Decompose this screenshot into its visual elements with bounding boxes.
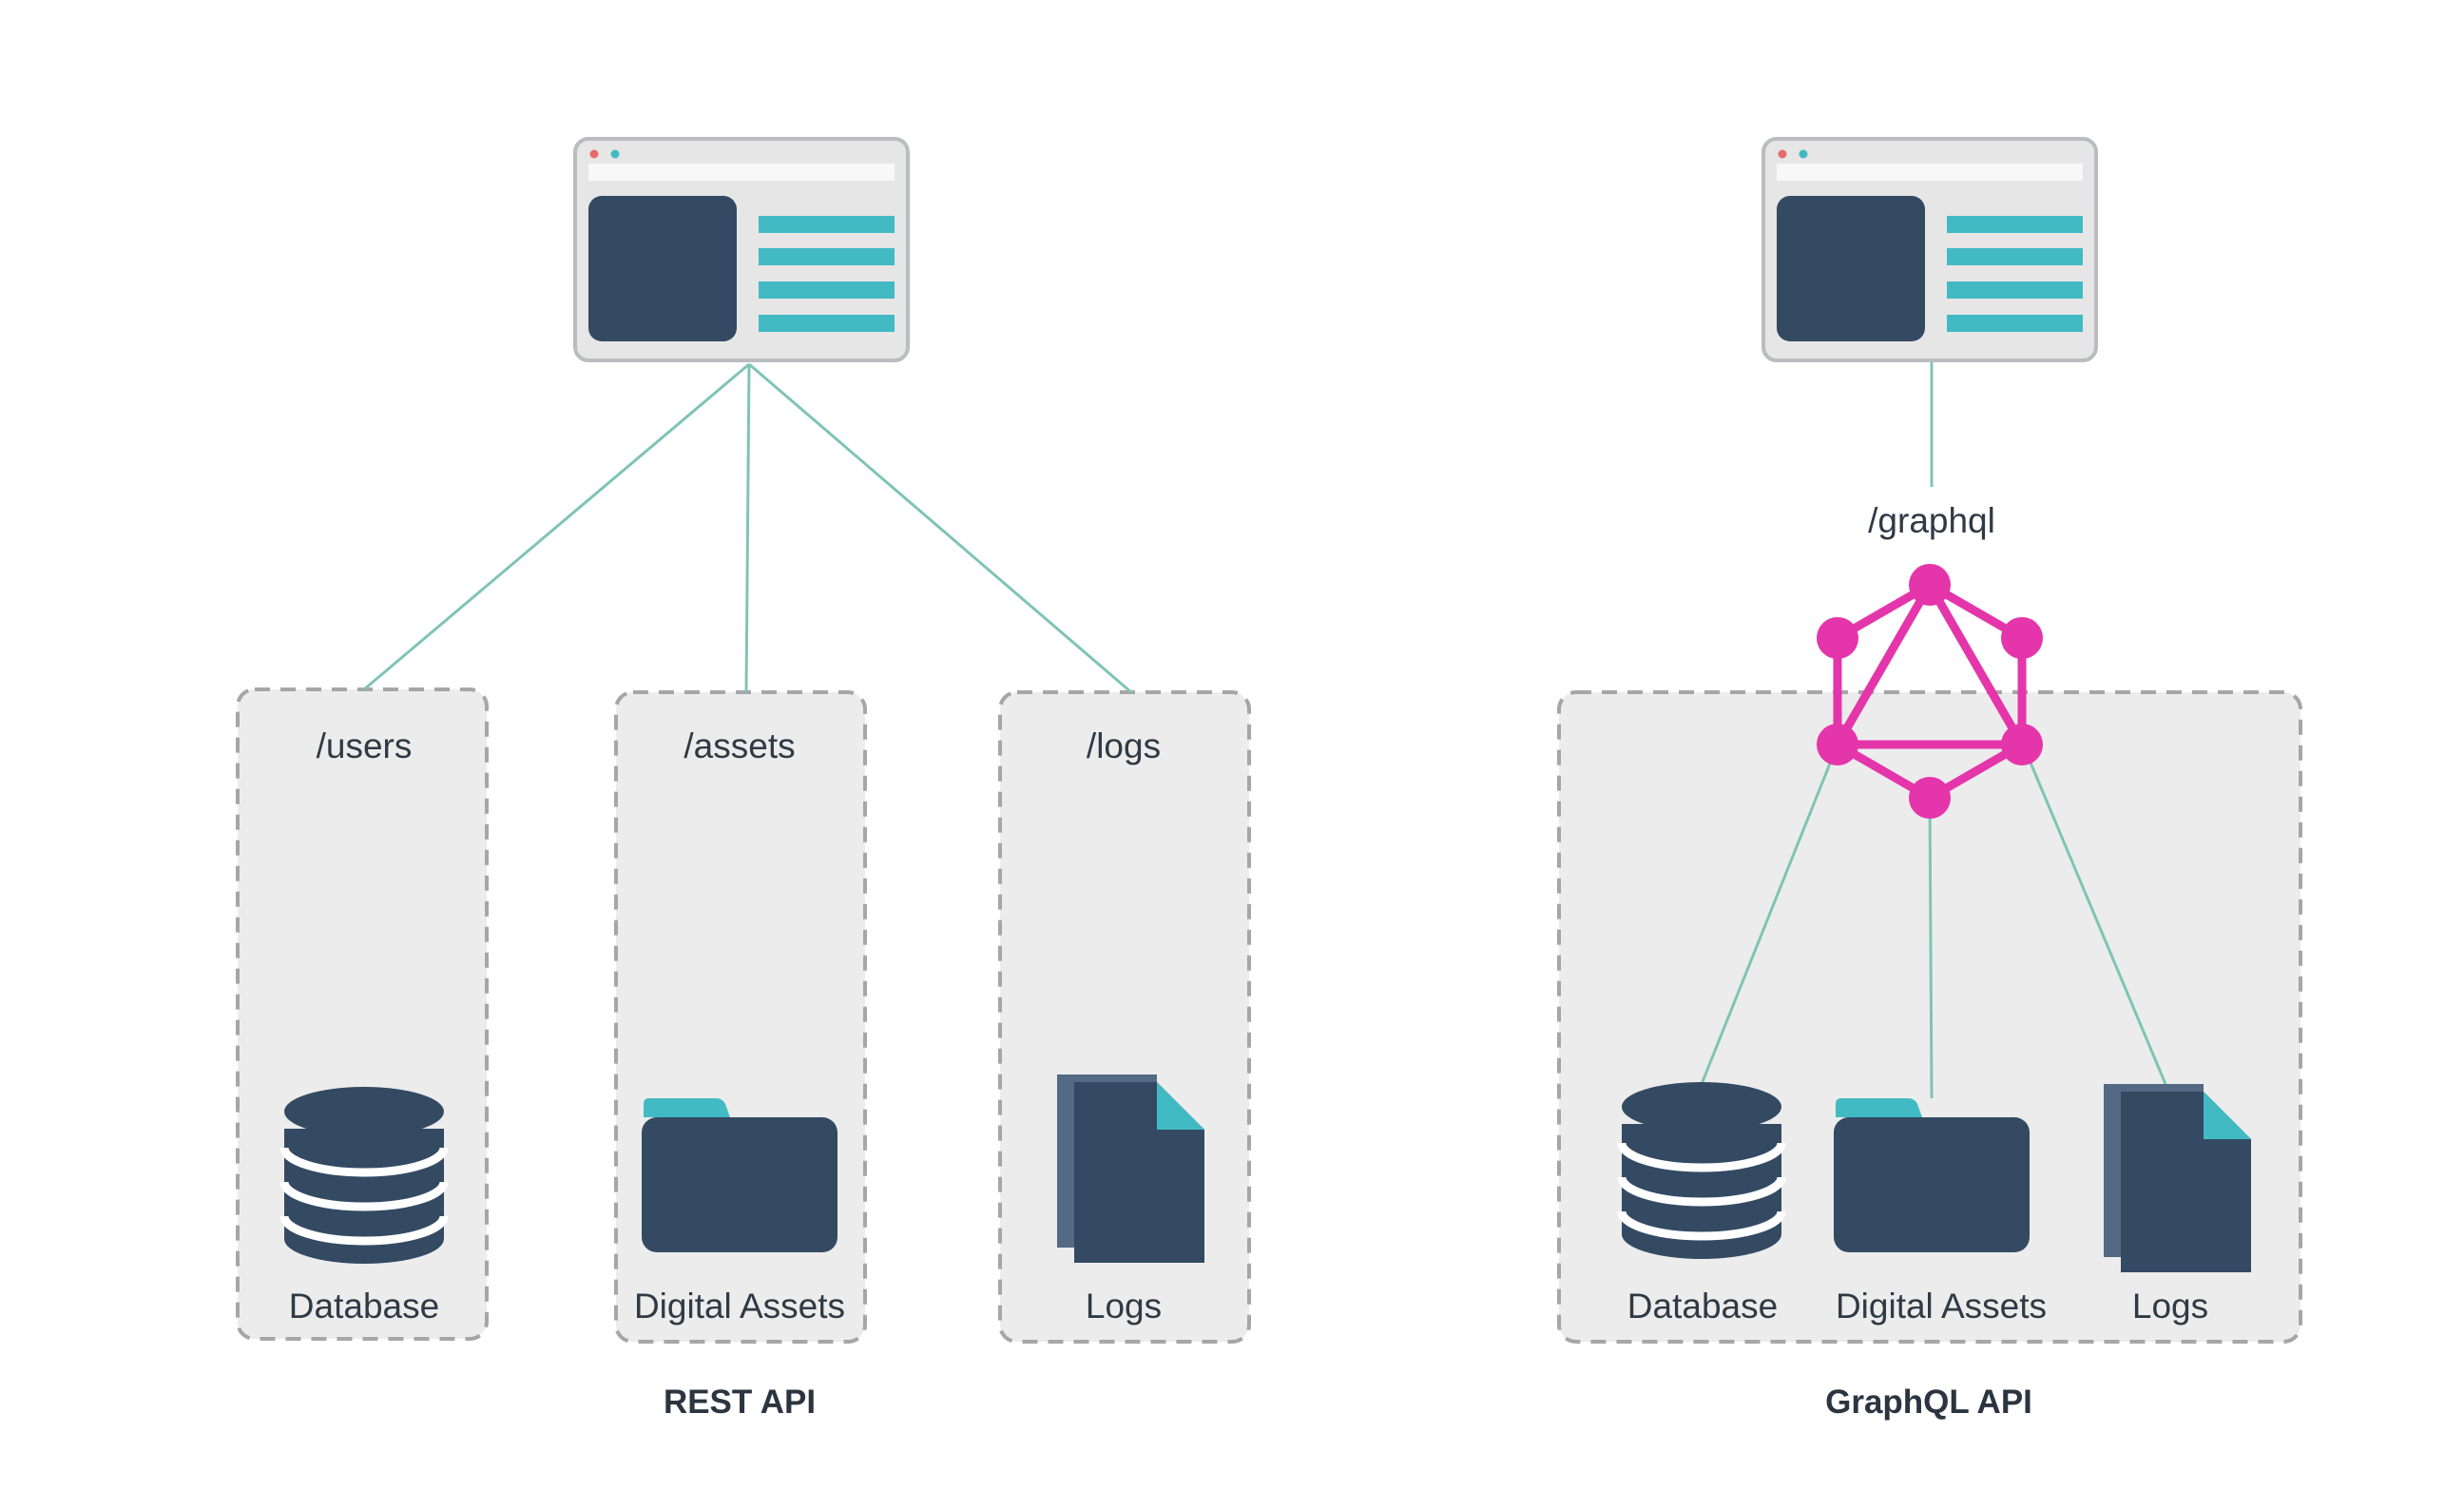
rest-connector-assets [744,363,751,693]
rest-connector-users [363,362,750,691]
rest-label-database: Database [288,1287,440,1326]
graphql-logo-node-5 [1817,724,1859,765]
rest-database-icon [284,1087,444,1264]
rest-connector-logs [748,362,1132,694]
rest-label-digital-assets: Digital Assets [633,1287,846,1326]
graphql-endpoint-path: /graphql [1868,501,1995,540]
rest-path-assets: /assets [683,726,796,765]
graphql-database-icon [1622,1082,1781,1259]
graphql-logo-node-6 [1817,617,1859,659]
graphql-label-digital-assets: Digital Assets [1835,1287,2048,1326]
rest-folder-icon [642,1098,837,1252]
graphql-label-logs: Logs [2131,1287,2209,1326]
rest-api-title: REST API [663,1384,817,1421]
rest-client-browser-icon [573,137,910,362]
graphql-logo-node-3 [2000,724,2043,765]
graphql-connector-assets [1928,798,1934,1099]
graphql-folder-icon [1834,1098,2030,1252]
graphql-logo-triangle [1833,580,2027,749]
graphql-connector-database [1700,744,1839,1085]
graphql-client-browser-icon [1761,137,2098,362]
graphql-connector-logs [2021,744,2167,1085]
rest-path-users: /users [316,726,413,765]
rest-path-logs: /logs [1086,726,1162,765]
graphql-logo-node-2 [2000,617,2043,659]
graphql-api-title: GraphQL API [1825,1384,2032,1421]
graphql-logo-node-4 [1909,777,1951,819]
graphql-label-database: Database [1627,1287,1779,1326]
rest-label-logs: Logs [1085,1287,1163,1326]
graphql-logo-node-1 [1909,564,1951,606]
